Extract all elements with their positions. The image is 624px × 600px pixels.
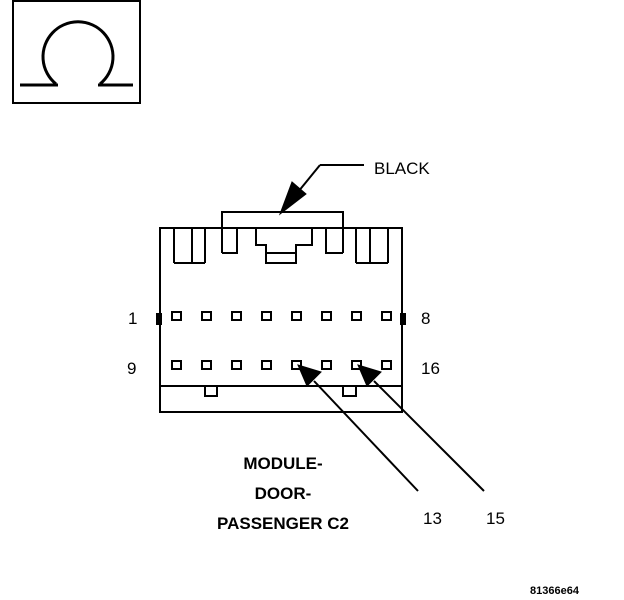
connector-color-label: BLACK: [374, 159, 430, 178]
caption-line-3: PASSENGER C2: [217, 514, 349, 533]
pin-cavity-4: [261, 311, 272, 321]
pin-cavity-16: [381, 360, 392, 370]
pin-15-leader: [357, 364, 485, 492]
pin-cavity-9: [171, 360, 182, 370]
color-callout-leader: [278, 164, 364, 216]
pin-cavity-7: [351, 311, 362, 321]
connector-body: [156, 211, 406, 413]
pin-label-1: 1: [128, 309, 137, 328]
figure-id: 81366e64: [530, 585, 580, 597]
pin-row-2: [171, 360, 392, 370]
pin-cavity-6: [321, 311, 332, 321]
callout-pin-15: 15: [486, 509, 505, 528]
callout-pin-13: 13: [423, 509, 442, 528]
pin-row-1: [171, 311, 392, 321]
pin-cavity-14: [321, 360, 332, 370]
omega-icon: [12, 0, 141, 104]
pin-cavity-2: [201, 311, 212, 321]
pin-cavity-15: [351, 360, 362, 370]
pin-cavity-8: [381, 311, 392, 321]
pin-13-leader: [297, 364, 419, 492]
pin-cavity-1: [171, 311, 182, 321]
pin-cavity-13: [291, 360, 302, 370]
pin-cavity-10: [201, 360, 212, 370]
pin-label-8: 8: [421, 309, 430, 328]
caption-line-2: DOOR-: [255, 484, 312, 503]
pin-label-9: 9: [127, 359, 136, 378]
pin-cavity-11: [231, 360, 242, 370]
caption-line-1: MODULE-: [243, 454, 322, 473]
pin-cavity-5: [291, 311, 302, 321]
pin-cavity-3: [231, 311, 242, 321]
pin-label-16: 16: [421, 359, 440, 378]
pin-cavity-12: [261, 360, 272, 370]
